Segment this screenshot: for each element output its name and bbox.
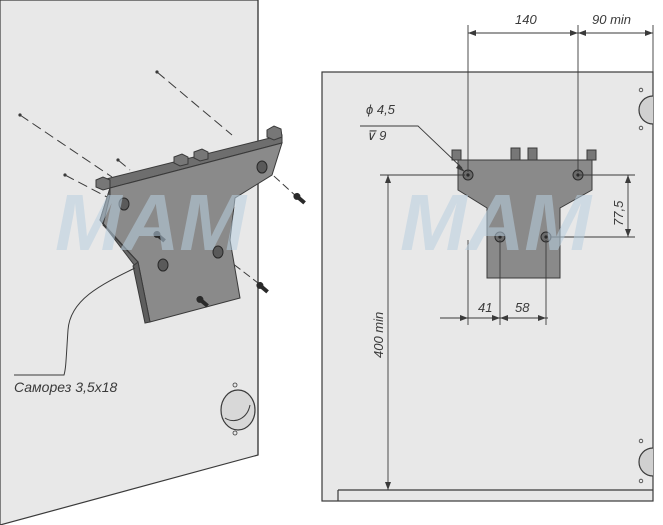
panel-3d-view: Саморез 3,5х18 MAM xyxy=(0,0,306,525)
panel-front-view: 140 90 min ϕ 4,5 ⊽ 9 77,5 400 min 41 58 … xyxy=(321,12,654,502)
dim-41: 41 xyxy=(478,300,492,315)
dim-140: 140 xyxy=(515,12,537,27)
dim-400-min: 400 min xyxy=(371,312,386,358)
bracket-3d xyxy=(95,125,283,324)
cabinet-front-panel xyxy=(321,71,654,502)
dim-58: 58 xyxy=(515,300,530,315)
screw-callout-leader xyxy=(14,267,136,376)
screws xyxy=(153,192,306,308)
dim-hole-diameter: ϕ 4,5 xyxy=(366,102,396,117)
dimension-arrows xyxy=(385,30,653,490)
bracket-front xyxy=(451,147,597,279)
screw-callout-label: Саморез 3,5х18 xyxy=(14,379,117,395)
dim-hole-depth: ⊽ 9 xyxy=(366,128,386,143)
dim-77-5: 77,5 xyxy=(611,200,626,226)
watermark-right: MAM xyxy=(400,178,593,267)
dim-90-min: 90 min xyxy=(592,12,631,27)
hinge-cutout-bottom xyxy=(638,438,654,484)
hinge-cutout-top xyxy=(638,87,654,131)
panel-hole-3d xyxy=(220,382,256,436)
watermark-left: MAM xyxy=(55,178,248,267)
dimension-lines xyxy=(360,25,654,490)
